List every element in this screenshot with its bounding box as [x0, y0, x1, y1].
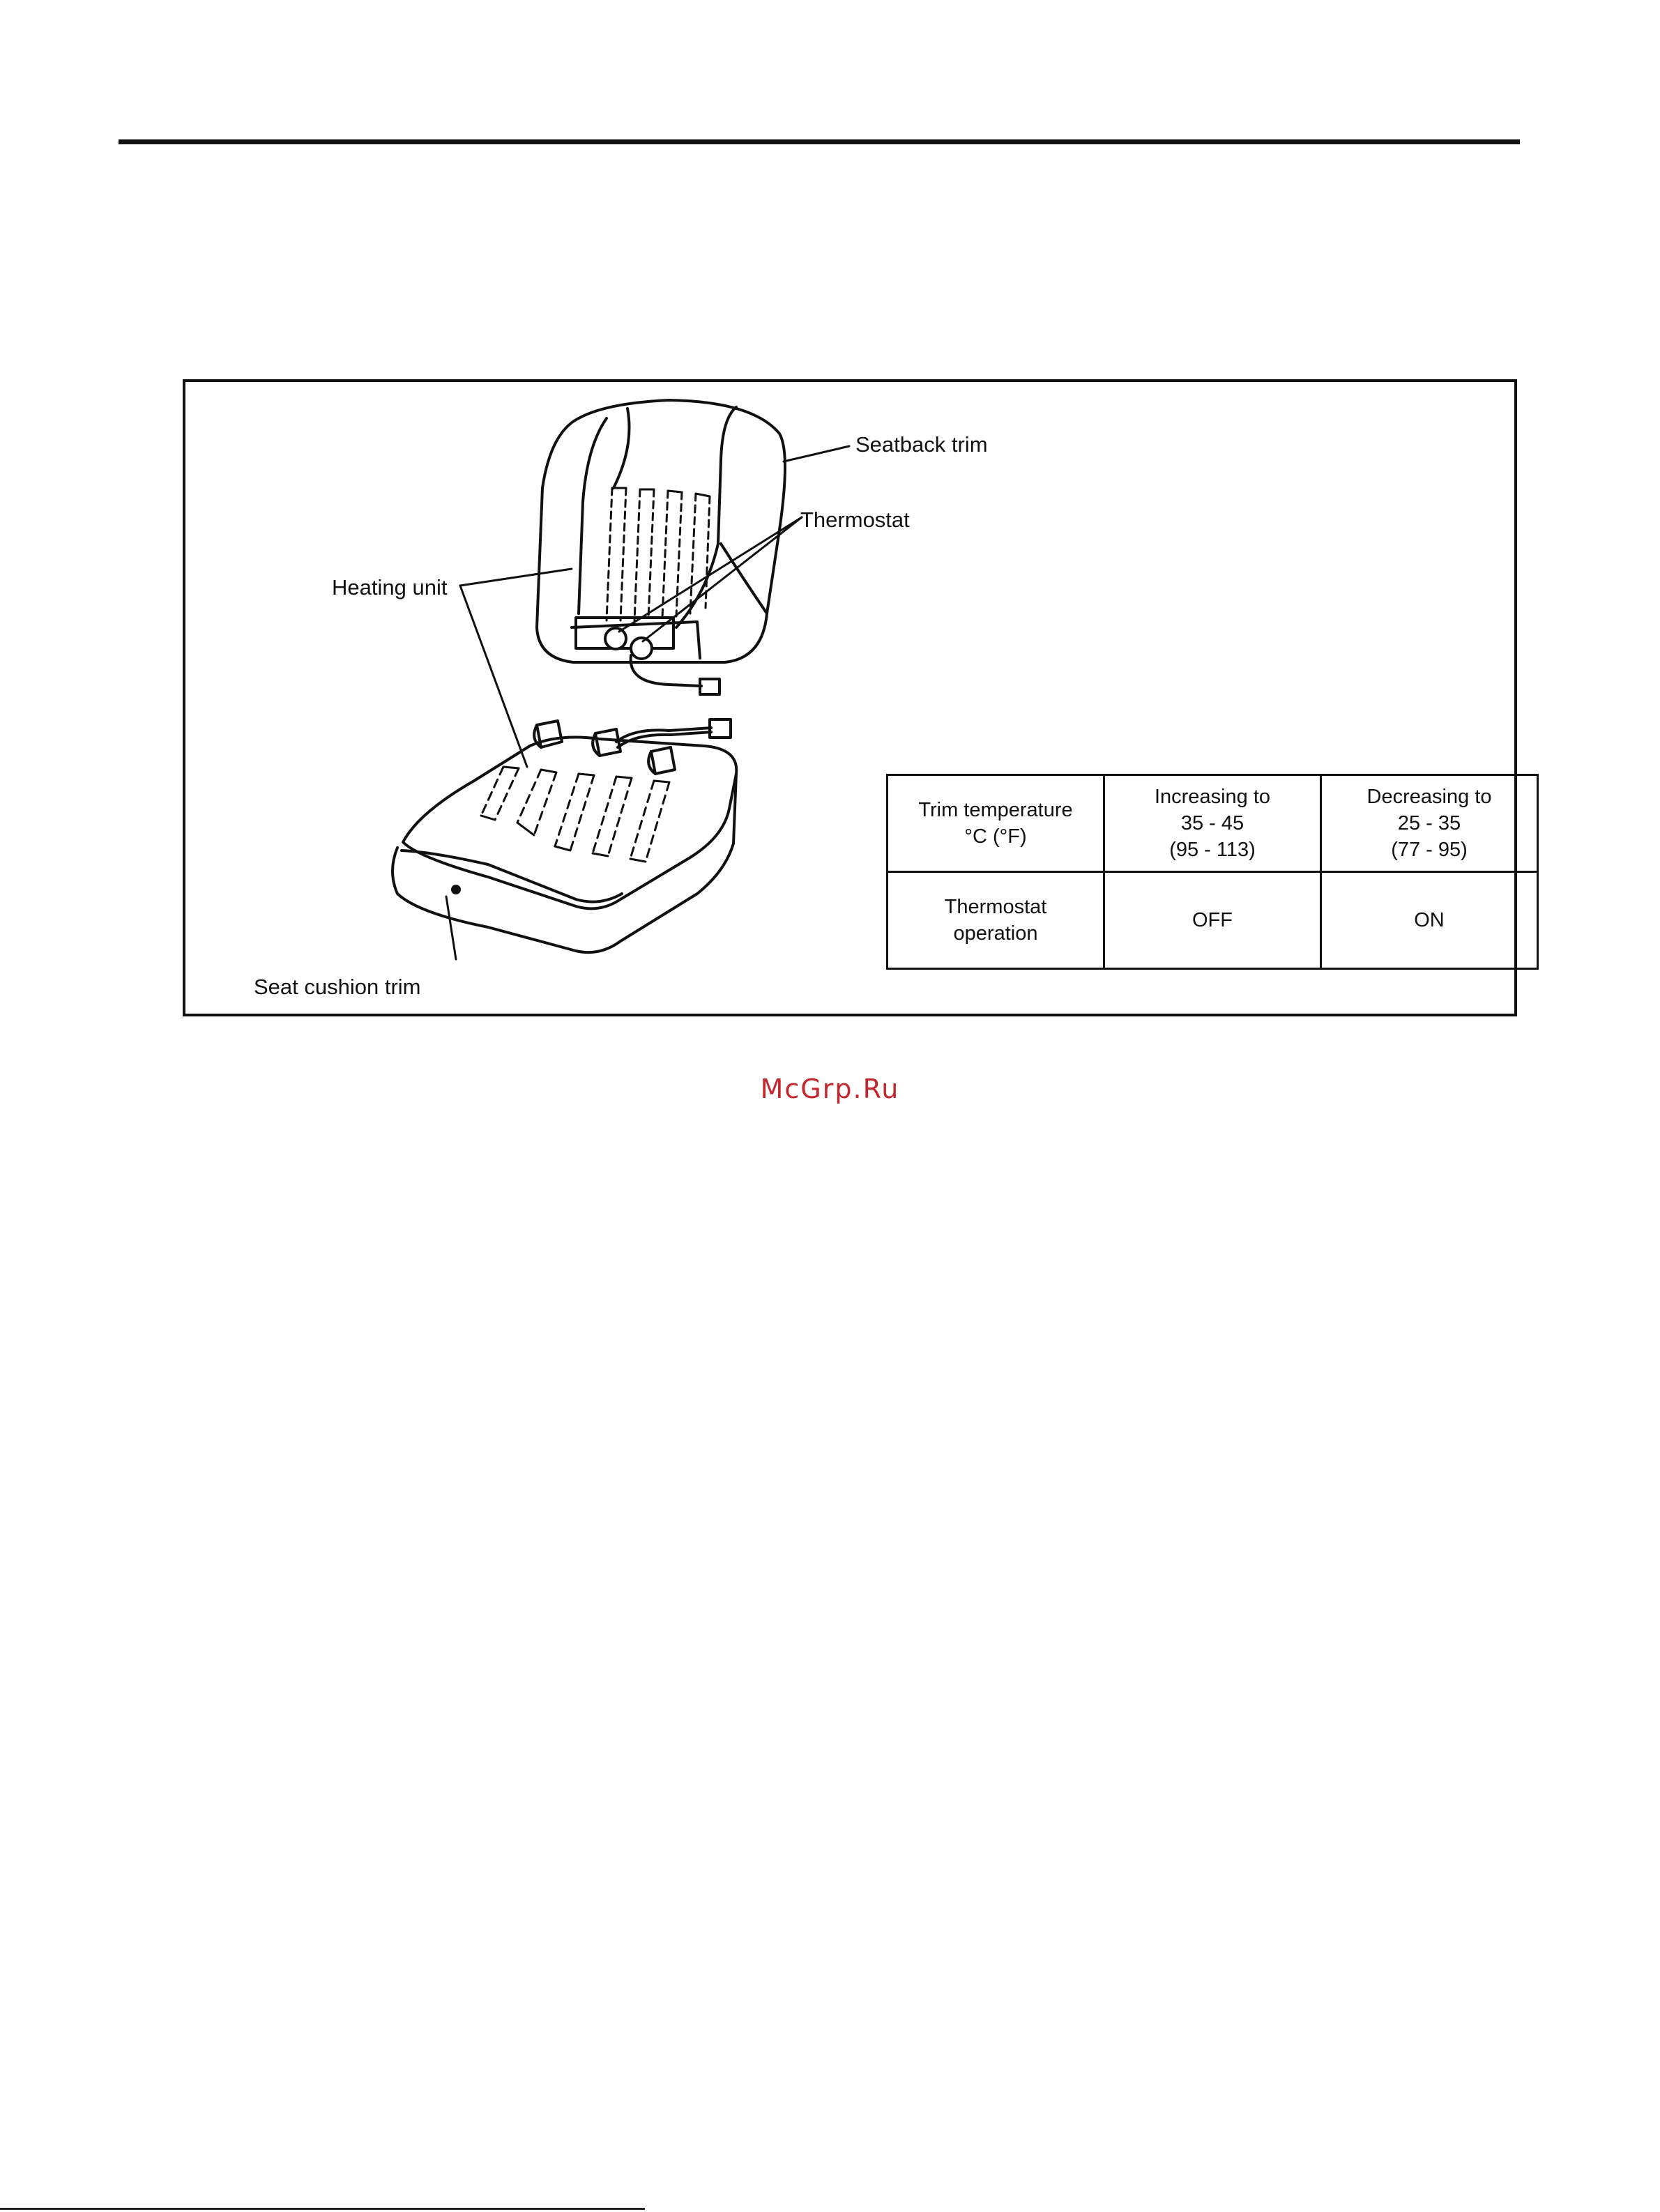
decreasing-state: ON [1321, 872, 1538, 969]
seatback-trim-label: Seatback trim [855, 432, 988, 457]
cushion-heating-grid [481, 767, 669, 862]
trim-temperature-header: Trim temperature °C (°F) [888, 775, 1104, 872]
footer-rule [0, 2208, 645, 2210]
seatback-drawing [537, 400, 785, 662]
thermostat-spec-table: Trim temperature °C (°F) Increasing to 3… [886, 774, 1539, 970]
decreasing-header: Decreasing to 25 - 35 (77 - 95) [1321, 775, 1538, 872]
increasing-state: OFF [1104, 872, 1321, 969]
thermostat-operation-label: Thermostat operation [888, 872, 1104, 969]
table-row: Thermostat operation OFF ON [888, 872, 1538, 969]
seat-cushion-drawing [393, 738, 736, 953]
watermark-text: McGrp.Ru [0, 1074, 1660, 1104]
table-header-row: Trim temperature °C (°F) Increasing to 3… [888, 775, 1538, 872]
seat-cushion-trim-label: Seat cushion trim [254, 975, 421, 1000]
cushion-thermostat-icons [534, 721, 675, 774]
increasing-header: Increasing to 35 - 45 (95 - 113) [1104, 775, 1321, 872]
heating-unit-label: Heating unit [332, 575, 447, 600]
thermostat-label: Thermostat [800, 508, 910, 533]
